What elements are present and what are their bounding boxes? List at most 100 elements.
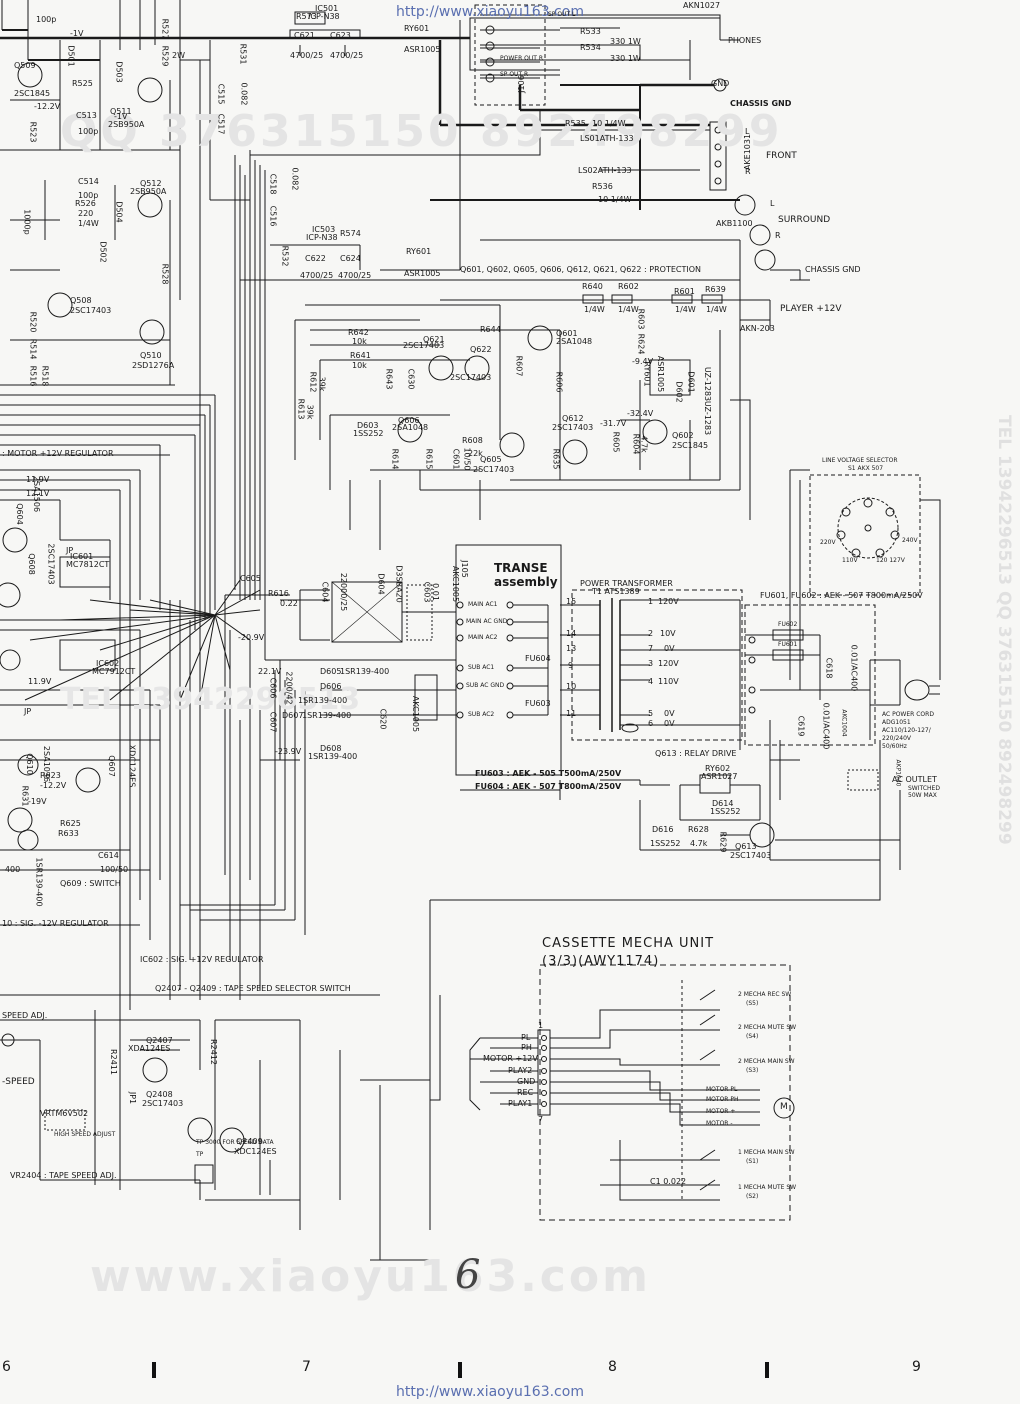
- grid-tick: [152, 1362, 156, 1378]
- transe-subtitle: assembly: [494, 575, 558, 589]
- c518-value: 0.082: [290, 167, 300, 191]
- tp-label: TP: [196, 1151, 204, 1158]
- pin-4: 4: [648, 677, 654, 686]
- jack-sp-out-l: SP OUT L: [548, 11, 576, 18]
- r525-label: R525: [72, 79, 93, 88]
- akc1005b-label: AKC1005: [411, 695, 421, 733]
- power-transformer-label: POWER TRANSFORMER: [580, 579, 673, 588]
- d604-part: D3SBA20: [394, 565, 404, 603]
- r639-watt: 1/4W: [706, 305, 727, 314]
- c607-label: C607: [268, 711, 278, 733]
- v-minus-32-4: -32.4V: [627, 409, 654, 418]
- c614-label: C614: [98, 851, 119, 860]
- q606-part: 2SA1048: [392, 423, 429, 432]
- mecha-mute-sw-1: 1 MECHA MUTE SW: [738, 1184, 797, 1191]
- c604-value: 22000/25: [339, 572, 349, 612]
- ls502-label: LS02ATH-133: [578, 166, 632, 175]
- ry601-top-label: RY601: [404, 24, 430, 33]
- vr2404-part: VRTM6V502: [40, 1109, 89, 1118]
- transe-title: TRANSE: [494, 561, 548, 575]
- r526-label: R526: [75, 199, 96, 208]
- r641-label: R641: [350, 351, 371, 360]
- r2412-label: R2412: [208, 1039, 218, 1065]
- pin-11: 11: [566, 709, 577, 718]
- c622-value: 4700/25: [300, 271, 334, 280]
- r612-label: R612: [308, 371, 318, 393]
- v-minus-400: -400: [2, 865, 21, 874]
- ic503-part: ICP-N38: [306, 233, 338, 242]
- surround-label: SURROUND: [778, 215, 831, 225]
- v-minus-12-2-reg: -12.2V: [40, 781, 67, 790]
- q512-label: Q512: [140, 179, 162, 188]
- header-url[interactable]: http://www.xiaoyu163.com: [396, 4, 584, 20]
- q509-part: 2SC1845: [14, 89, 51, 98]
- c606-value: 2200/42: [284, 671, 294, 705]
- ic501-part: ICP-N38: [308, 12, 340, 21]
- pin-15: 15: [566, 597, 577, 606]
- r532-label: R532: [280, 245, 290, 267]
- q602-label: Q602: [672, 431, 694, 440]
- watermark-qq: QQ 376315150 892498299: [60, 106, 783, 157]
- r608-value: 22k: [468, 449, 483, 458]
- r531-label: R531: [238, 43, 248, 65]
- j105-label: J105: [459, 560, 469, 578]
- r640-label: R640: [582, 282, 603, 291]
- motor-12v-regulator: : MOTOR +12V REGULATOR: [2, 449, 114, 458]
- mecha-mute-sw-1-ref: (S2): [746, 1193, 759, 1200]
- motor-icon: M: [780, 1102, 788, 1112]
- r639-label: R639: [705, 285, 726, 294]
- mecha-rec-sw-ref: (S5): [746, 1000, 759, 1007]
- r527-label: R527: [160, 18, 170, 40]
- page-number-9: 9: [912, 1359, 921, 1375]
- d502-label: D502: [98, 241, 108, 263]
- mecha-mute-sw: 2 MECHA MUTE SW: [738, 1024, 797, 1031]
- r616-value: 0.22: [280, 599, 298, 608]
- pin-3: 3: [648, 659, 654, 668]
- jack-power-out-r: POWER OUT R: [500, 55, 543, 62]
- fu602-label: FU602: [778, 621, 798, 628]
- c514-value: 100p: [78, 191, 99, 200]
- q605-label: Q605: [480, 455, 502, 464]
- c623-value: 4700/25: [330, 51, 364, 60]
- ls501-label: LS01ATH-133: [580, 134, 634, 143]
- q604-label: Q604: [14, 503, 24, 525]
- mecha-main-sw-1-ref: (S1): [746, 1158, 759, 1165]
- c515-value: 0.082: [239, 82, 249, 106]
- cassette-subtitle: (3/3)(AWY1174): [542, 954, 660, 969]
- q511-label: Q511: [110, 107, 132, 116]
- r641-value: 10k: [352, 361, 367, 370]
- ic601-label: IC601: [70, 552, 94, 561]
- v-11-9: 11.9V: [26, 475, 50, 484]
- mecha-rec-sw: 2 MECHA REC SW: [738, 991, 792, 998]
- sel-120-127v: 120 127V: [876, 557, 905, 564]
- q610-label: Q610: [24, 753, 34, 775]
- q2409-label: Q2409: [236, 1137, 263, 1146]
- r640-watt: 1/4W: [584, 305, 605, 314]
- mc7812ct-label: MC7812CT: [66, 560, 110, 569]
- d604-label: D604: [376, 573, 386, 595]
- page-number-7: 7: [302, 1359, 311, 1375]
- ry602-label: RY602: [705, 764, 731, 773]
- r633-label: R633: [58, 829, 79, 838]
- pin-6: 6: [648, 719, 654, 728]
- c513-value: 100p: [78, 127, 99, 136]
- r614-label: R614: [390, 448, 400, 470]
- r644-label: R644: [480, 325, 501, 334]
- front-l: L: [745, 127, 750, 136]
- footer-url[interactable]: http://www.xiaoyu163.com: [396, 1384, 584, 1400]
- v-minus-19: -19V: [28, 797, 47, 806]
- q612-part: 2SC17403: [552, 423, 594, 432]
- r615-label: R615: [424, 448, 434, 470]
- r534-value: 330 1W: [610, 54, 641, 63]
- d503-label: D503: [114, 61, 124, 83]
- v-11-9-b: 11.9V: [28, 677, 52, 686]
- sub-ac2-label: SUB AC2: [468, 711, 495, 718]
- c603-value: 0.01: [430, 583, 440, 601]
- q605-part: 2SC17403: [473, 465, 515, 474]
- speed-label: -SPEED: [2, 1077, 35, 1087]
- q510-label: Q510: [140, 351, 162, 360]
- q601-part: 2SA1048: [556, 337, 593, 346]
- mc7912ct-label: MC7912CT: [92, 667, 136, 676]
- cap-1000p-top: 100p: [36, 15, 57, 24]
- sel-220v: 220V: [820, 539, 836, 546]
